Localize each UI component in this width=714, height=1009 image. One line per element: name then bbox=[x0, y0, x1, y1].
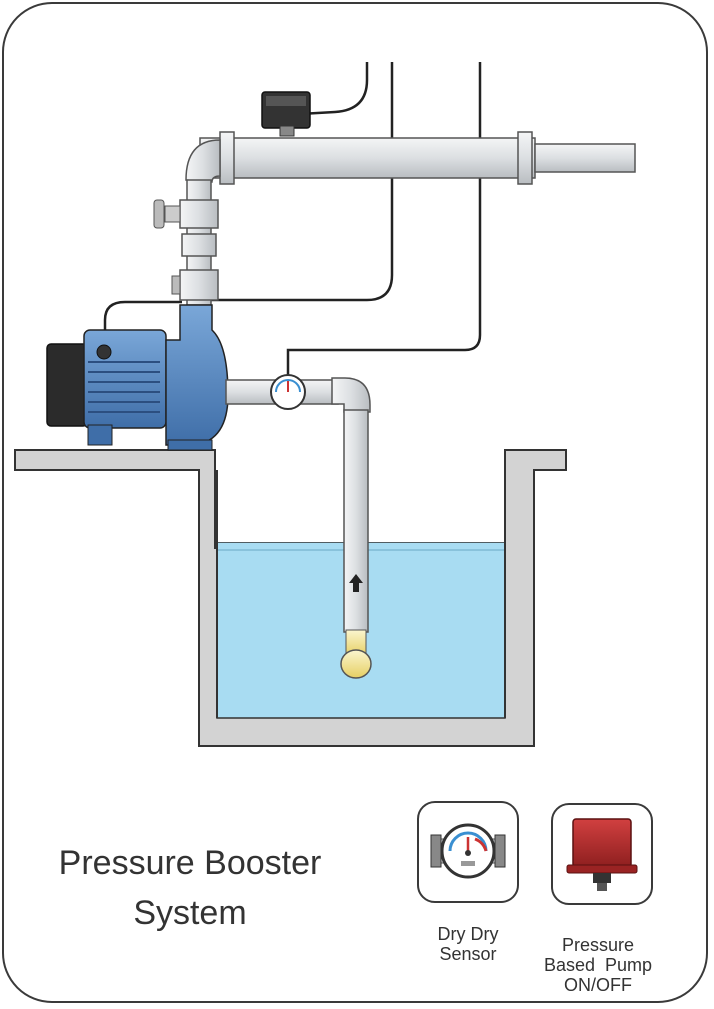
foot-valve-float bbox=[340, 629, 372, 679]
dry-run-gauge bbox=[270, 374, 306, 410]
pressure-gauge-icon bbox=[430, 823, 506, 879]
title-line-1: Pressure Booster bbox=[58, 844, 322, 882]
discharge-pipe bbox=[185, 131, 636, 185]
pump-volute bbox=[165, 304, 229, 446]
switch-legend-box bbox=[551, 803, 653, 905]
switch-caption: Pressure Based Pump ON/OFF bbox=[528, 935, 668, 995]
sensor-legend-box bbox=[417, 801, 519, 903]
switch-caption-line-2: Based Pump bbox=[543, 955, 653, 975]
pressure-switch bbox=[261, 91, 311, 137]
sensor-caption-line-2: Sensor bbox=[439, 944, 497, 964]
sensor-caption: Dry Dry Sensor bbox=[417, 924, 519, 964]
title-line-2: System bbox=[133, 894, 247, 932]
pump-fan-cover bbox=[46, 343, 88, 427]
tank bbox=[14, 449, 567, 747]
riser-pipe bbox=[153, 179, 219, 306]
diagram-title: Pressure Booster System bbox=[20, 838, 360, 938]
sensor-caption-line-1: Dry Dry bbox=[437, 924, 499, 944]
switch-caption-line-1: Pressure bbox=[561, 935, 635, 955]
pump bbox=[46, 304, 229, 451]
cables bbox=[103, 62, 482, 378]
flow-arrow-icon bbox=[349, 574, 363, 592]
pressure-switch-icon bbox=[566, 818, 638, 891]
switch-caption-line-3: ON/OFF bbox=[564, 975, 632, 995]
pump-motor bbox=[83, 329, 167, 429]
